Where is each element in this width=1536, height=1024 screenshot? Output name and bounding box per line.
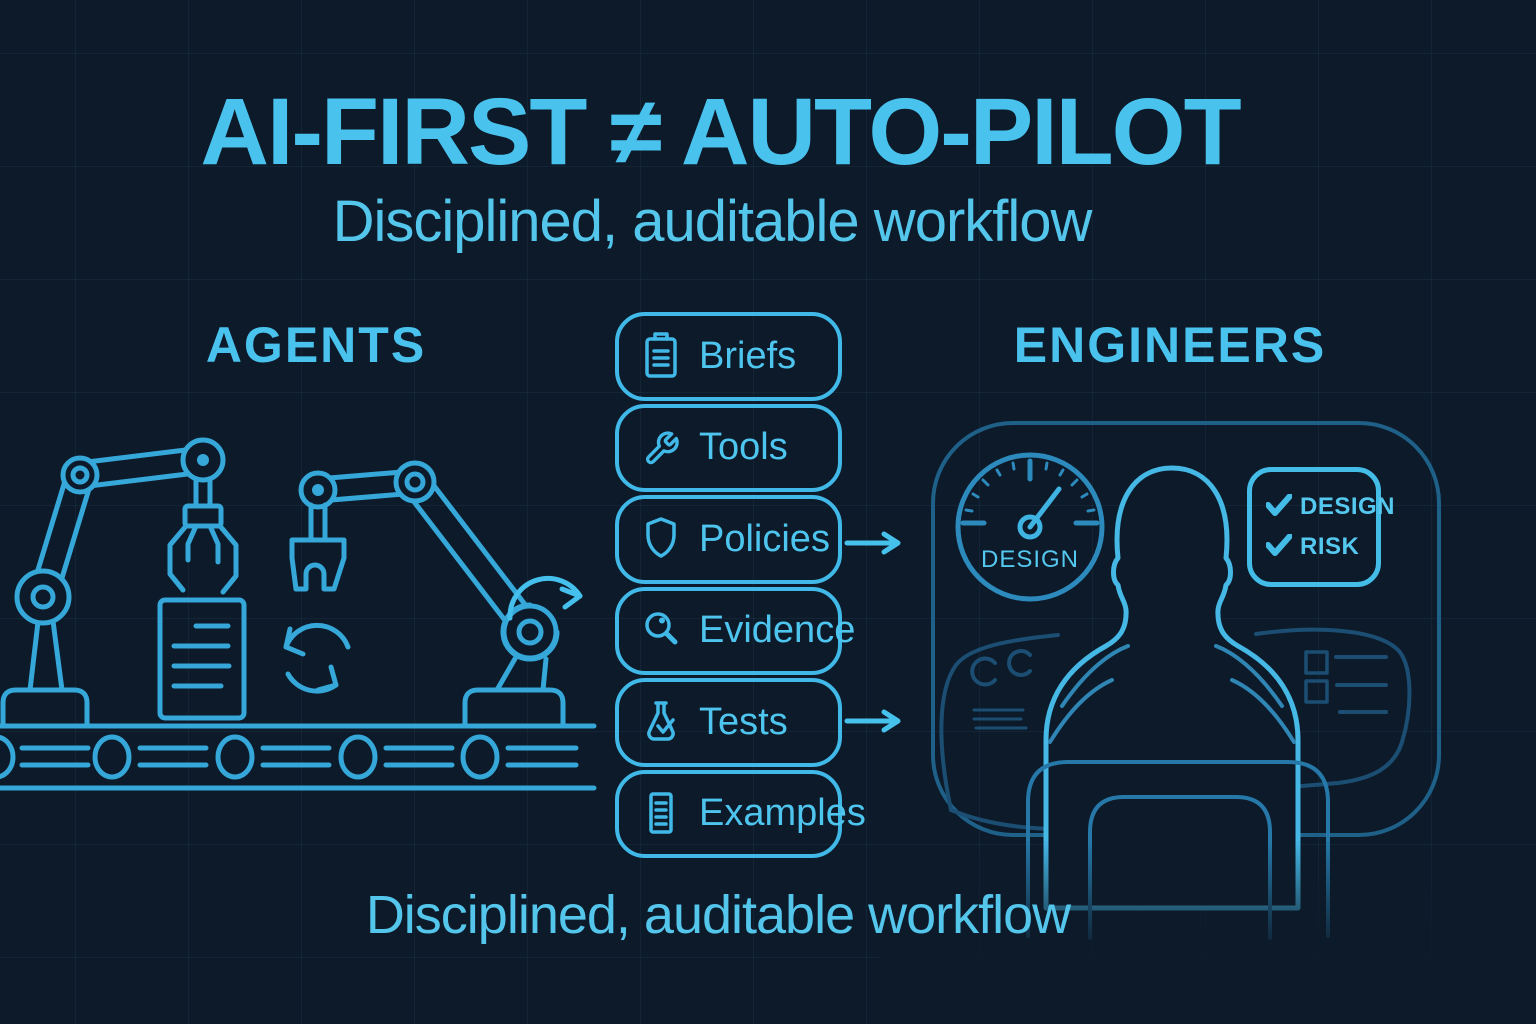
checklist-item-design: DESIGN (1265, 492, 1395, 521)
checklist-item-label: RISK (1300, 533, 1360, 560)
gauge-icon (955, 452, 1105, 602)
agents-illustration (0, 437, 597, 791)
refresh-cycle-icon (283, 622, 351, 694)
checklist-item-risk: RISK (1265, 532, 1376, 561)
pipeline-item-label: Policies (699, 517, 830, 560)
engineers-section-label: ENGINEERS (1013, 317, 1327, 373)
pipeline-item-label: Briefs (699, 334, 797, 377)
flask-icon (641, 698, 681, 746)
checklist-panel: DESIGN RISK (1247, 467, 1395, 587)
magnifier-icon (641, 607, 681, 655)
checklist-item-label: DESIGN (1300, 493, 1396, 520)
document-icon (641, 790, 681, 838)
wrench-icon (641, 424, 681, 472)
agents-section-label: AGENTS (205, 317, 427, 373)
pipeline-item-label: Examples (699, 792, 866, 835)
robot-arm-right-icon (289, 460, 566, 729)
pipeline-item-examples: Examples (615, 769, 866, 858)
pipeline-item-tools: Tools (615, 403, 842, 492)
conveyor-belt-icon (0, 723, 597, 791)
console-right-wing (1254, 627, 1412, 789)
robot-arm-left-icon (0, 437, 239, 729)
pipeline-stack: Briefs Tools Policies (615, 312, 866, 858)
chair-icon (1026, 760, 1330, 940)
pipeline-item-label: Tests (699, 700, 788, 743)
bottom-fade (880, 840, 1536, 1024)
pipeline-item-briefs: Briefs (615, 312, 842, 401)
pipeline-item-label: Tools (699, 426, 788, 469)
footer-caption: Disciplined, auditable workflow (365, 885, 1071, 945)
flow-arrow-top-icon (844, 531, 901, 555)
clipboard-icon (641, 332, 681, 380)
gauge-label: DESIGN (980, 546, 1079, 573)
document-illustration-icon (157, 597, 247, 721)
check-icon (1265, 532, 1293, 561)
pipeline-item-tests: Tests (615, 678, 842, 767)
flow-arrows (844, 531, 901, 733)
pipeline-item-policies: Policies (615, 495, 842, 584)
pipeline-item-evidence: Evidence (615, 586, 855, 675)
arrow-to-stack-icon (507, 575, 583, 621)
page-title: AI-FIRST ≠ AUTO-PILOT (200, 79, 1241, 185)
check-icon (1265, 492, 1293, 521)
engineers-illustration (931, 421, 1441, 940)
flow-arrow-bottom-icon (844, 709, 901, 733)
page-subtitle: Disciplined, auditable workflow (332, 189, 1093, 254)
shield-icon (641, 515, 681, 563)
pipeline-item-label: Evidence (699, 609, 856, 652)
